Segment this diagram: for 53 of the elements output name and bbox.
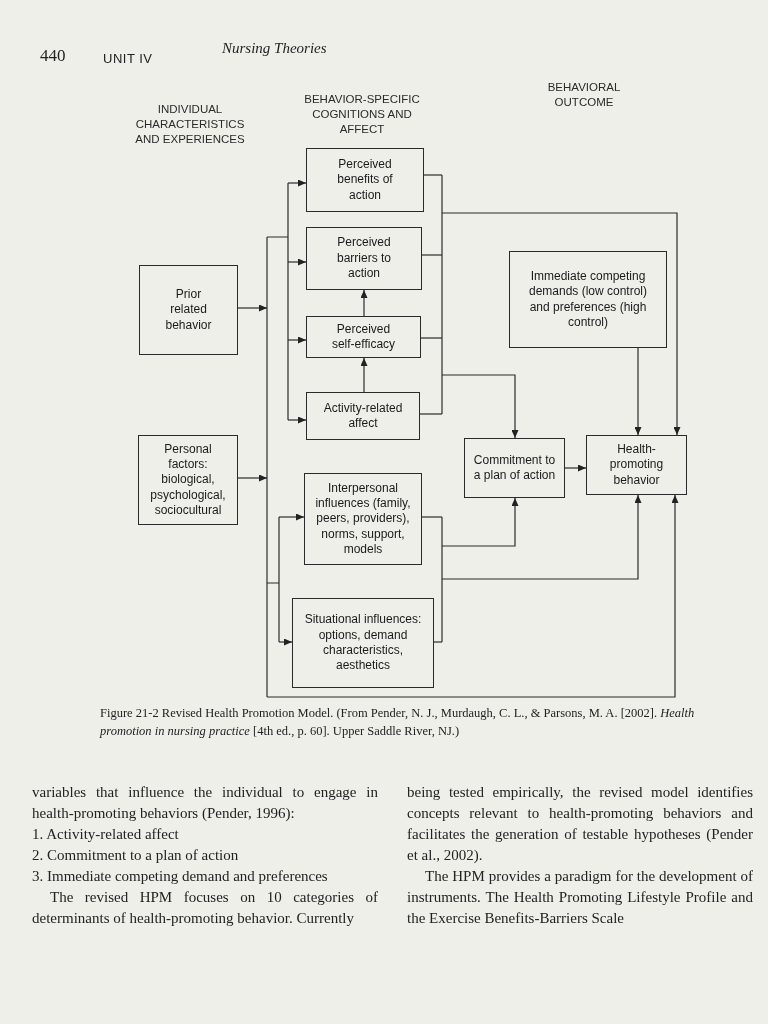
connector-line bbox=[266, 516, 280, 643]
column-heading: BEHAVIOR-SPECIFIC COGNITIONS AND AFFECT bbox=[303, 92, 421, 138]
arrow bbox=[360, 289, 368, 317]
connector-line bbox=[420, 337, 443, 339]
column-heading: BEHAVIORAL OUTCOME bbox=[546, 80, 622, 111]
arrow bbox=[634, 347, 642, 436]
arrow bbox=[237, 474, 268, 482]
arrow bbox=[287, 336, 307, 344]
arrow bbox=[441, 497, 519, 547]
body-paragraph: variables that influence the individual to engage in health-promoting behaviors (Pender, 1996): bbox=[32, 783, 378, 823]
body-paragraph: being tested empirically, the revised model identifies concepts relevant to health-promoting behaviors and facilitates the generation of testable hypotheses (Pender et al., 2002). bbox=[407, 783, 753, 865]
body-paragraph: The revised HPM focuses on 10 categories of determinants of health-promoting behavior. Currently bbox=[32, 888, 378, 928]
connector-line bbox=[421, 254, 443, 256]
connector-line bbox=[423, 174, 443, 176]
connector-line bbox=[266, 236, 268, 698]
arrow bbox=[287, 416, 307, 424]
concept-box: Perceived benefits of action bbox=[306, 148, 424, 212]
arrow bbox=[266, 494, 679, 698]
connector-line bbox=[266, 182, 289, 421]
body-paragraph: The HPM provides a paradigm for the development of instruments. The Health Promoting Lifestyle Profile and the Exercise Benefits-Barriers Scale bbox=[407, 867, 753, 928]
arrow bbox=[278, 513, 305, 521]
concept-box: Activity-related affect bbox=[306, 392, 420, 440]
unit-number: UNIT IV bbox=[103, 51, 153, 66]
concept-box: Situational influences: options, demand characteristics, aesthetics bbox=[292, 598, 434, 688]
running-head: Nursing Theories bbox=[222, 40, 327, 57]
list-item: 3. Immediate competing demand and preferences bbox=[32, 867, 329, 886]
concept-box: Interpersonal influences (family, peers, providers), norms, support, models bbox=[304, 473, 422, 565]
arrow bbox=[441, 212, 681, 436]
concept-box: Personal factors: biological, psychological, sociocultural bbox=[138, 435, 238, 525]
concept-box: Perceived barriers to action bbox=[306, 227, 422, 290]
concept-box: Health-promoting behavior bbox=[586, 435, 687, 495]
connector-line bbox=[441, 174, 443, 415]
arrow bbox=[360, 357, 368, 393]
arrow bbox=[287, 258, 307, 266]
arrow bbox=[237, 304, 268, 312]
connector-line bbox=[441, 516, 443, 643]
figure-caption: Figure 21-2 Revised Health Promotion Model. (From Pender, N. J., Murdaugh, C. L., & Parsons, M. A. [2002]. Health promotion in nursing practice [4th ed., p. 60]. Upper Saddle River, NJ.) bbox=[100, 705, 696, 740]
arrow bbox=[287, 179, 307, 187]
list-item: 2. Commitment to a plan of action bbox=[32, 846, 240, 865]
concept-box: Perceived self-efficacy bbox=[306, 316, 421, 358]
concept-box: Prior related behavior bbox=[139, 265, 238, 355]
arrow bbox=[278, 638, 293, 646]
connector-line bbox=[421, 516, 443, 518]
arrow bbox=[441, 374, 519, 439]
concept-box: Commitment to a plan of action bbox=[464, 438, 565, 498]
page-number: 440 bbox=[40, 46, 66, 66]
concept-box: Immediate competing demands (low control) and preferences (high control) bbox=[509, 251, 667, 348]
connector-line bbox=[433, 641, 443, 643]
arrow bbox=[441, 494, 642, 580]
arrow bbox=[564, 464, 587, 472]
list-item: 1. Activity-related affect bbox=[32, 825, 180, 844]
connector-line bbox=[419, 413, 443, 415]
column-heading: INDIVIDUAL CHARACTERISTICS AND EXPERIENCES bbox=[134, 102, 246, 148]
